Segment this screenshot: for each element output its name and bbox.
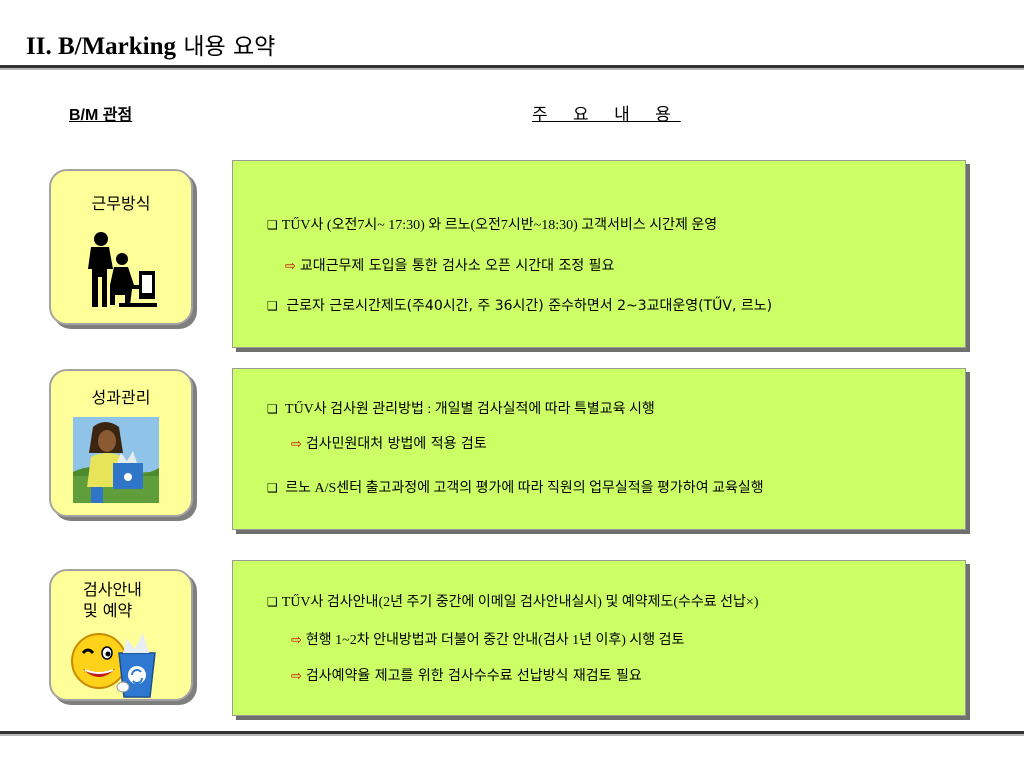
- label-and-booking: 및 예약: [83, 601, 133, 620]
- list-item: ❑TŰV사 검사안내(2년 주기 중간에 이메일 검사안내실시) 및 예약제도(…: [267, 591, 758, 611]
- list-item-text: 현행 1~2차 안내방법과 더불어 중간 안내(검사 1년 이후) 시행 검토: [305, 633, 685, 648]
- checkbox-bullet-icon: ❑: [267, 595, 278, 609]
- label-inspection-guide: 검사안내: [83, 580, 142, 599]
- bottom-divider: [0, 731, 1024, 734]
- list-item-text: 검사예약율 제고를 위한 검사수수료 선납방식 재검토 필요: [305, 668, 642, 684]
- page-title: II. B/Marking 내용 요약: [26, 27, 275, 61]
- label-performance: 성과관리: [91, 388, 151, 407]
- arrow-right-icon: ⇨: [291, 437, 302, 452]
- list-item-text: 검사민원대처 방법에 적용 검토: [305, 436, 487, 452]
- arrow-right-icon: ⇨: [291, 669, 302, 684]
- checkbox-bullet-icon: ❑: [267, 299, 278, 313]
- content-panel-work-style: ❑TŰV사 (오전7시~ 17:30) 와 르노(오전7시반~18:30) 고객…: [232, 160, 966, 348]
- bottom-divider-shade: [0, 734, 1024, 736]
- arrow-right-icon: ⇨: [285, 259, 296, 274]
- list-item-text: TŰV사 검사원 관리방법 : 개일별 검사실적에 따라 특별교육 시행: [281, 402, 655, 417]
- main-content-heading: 주 요 내 용: [532, 105, 681, 125]
- list-item-text: 근로자 근로시간제도(주40시간, 주 36시간) 준수하면서 2~3교대운영(…: [281, 298, 773, 314]
- list-item: ⇨교대근무제 도입을 통한 검사소 오픈 시간대 조정 필요: [285, 255, 614, 275]
- smiley-holding-recycle-bin-icon: [69, 627, 165, 699]
- label-work-style: 근무방식: [91, 194, 151, 213]
- top-divider: [0, 65, 1024, 68]
- page-title-en: II. B/Marking: [26, 33, 177, 60]
- office-workers-silhouette-icon: [79, 229, 159, 309]
- label-card-inspection-booking: 검사안내 및 예약: [49, 569, 193, 701]
- list-item: ❑TŰV사 (오전7시~ 17:30) 와 르노(오전7시반~18:30) 고객…: [267, 214, 717, 234]
- page-title-kr: 내용 요약: [176, 34, 276, 60]
- list-item-text: 르노 A/S센터 출고과정에 고객의 평가에 따라 직원의 업무실적을 평가하여…: [281, 481, 764, 496]
- list-item: ⇨검사민원대처 방법에 적용 검토: [291, 433, 487, 453]
- list-item: ⇨검사예약율 제고를 위한 검사수수료 선납방식 재검토 필요: [291, 665, 642, 685]
- list-item: ⇨현행 1~2차 안내방법과 더불어 중간 안내(검사 1년 이후) 시행 검토: [291, 629, 684, 649]
- label-card-work-style: 근무방식: [49, 169, 193, 325]
- list-item-text: TŰV사 (오전7시~ 17:30) 와 르노(오전7시반~18:30) 고객서…: [281, 218, 718, 233]
- woman-with-recycling-box-icon: [73, 417, 159, 503]
- top-divider-shade: [0, 68, 1024, 70]
- content-panel-inspection-booking: ❑TŰV사 검사안내(2년 주기 중간에 이메일 검사안내실시) 및 예약제도(…: [232, 560, 966, 716]
- checkbox-bullet-icon: ❑: [267, 218, 278, 232]
- list-item: ❑ 근로자 근로시간제도(주40시간, 주 36시간) 준수하면서 2~3교대운…: [267, 295, 772, 315]
- list-item-text: TŰV사 검사안내(2년 주기 중간에 이메일 검사안내실시) 및 예약제도(수…: [281, 595, 759, 610]
- label-card-performance: 성과관리: [49, 369, 193, 517]
- list-item: ❑ TŰV사 검사원 관리방법 : 개일별 검사실적에 따라 특별교육 시행: [267, 398, 655, 418]
- content-panel-performance: ❑ TŰV사 검사원 관리방법 : 개일별 검사실적에 따라 특별교육 시행 ⇨…: [232, 368, 966, 530]
- bm-view-heading: B/M 관점: [69, 107, 133, 124]
- checkbox-bullet-icon: ❑: [267, 481, 278, 495]
- list-item-text: 교대근무제 도입을 통한 검사소 오픈 시간대 조정 필요: [299, 258, 615, 274]
- list-item: ❑ 르노 A/S센터 출고과정에 고객의 평가에 따라 직원의 업무실적을 평가…: [267, 477, 764, 497]
- checkbox-bullet-icon: ❑: [267, 402, 278, 416]
- arrow-right-icon: ⇨: [291, 633, 302, 648]
